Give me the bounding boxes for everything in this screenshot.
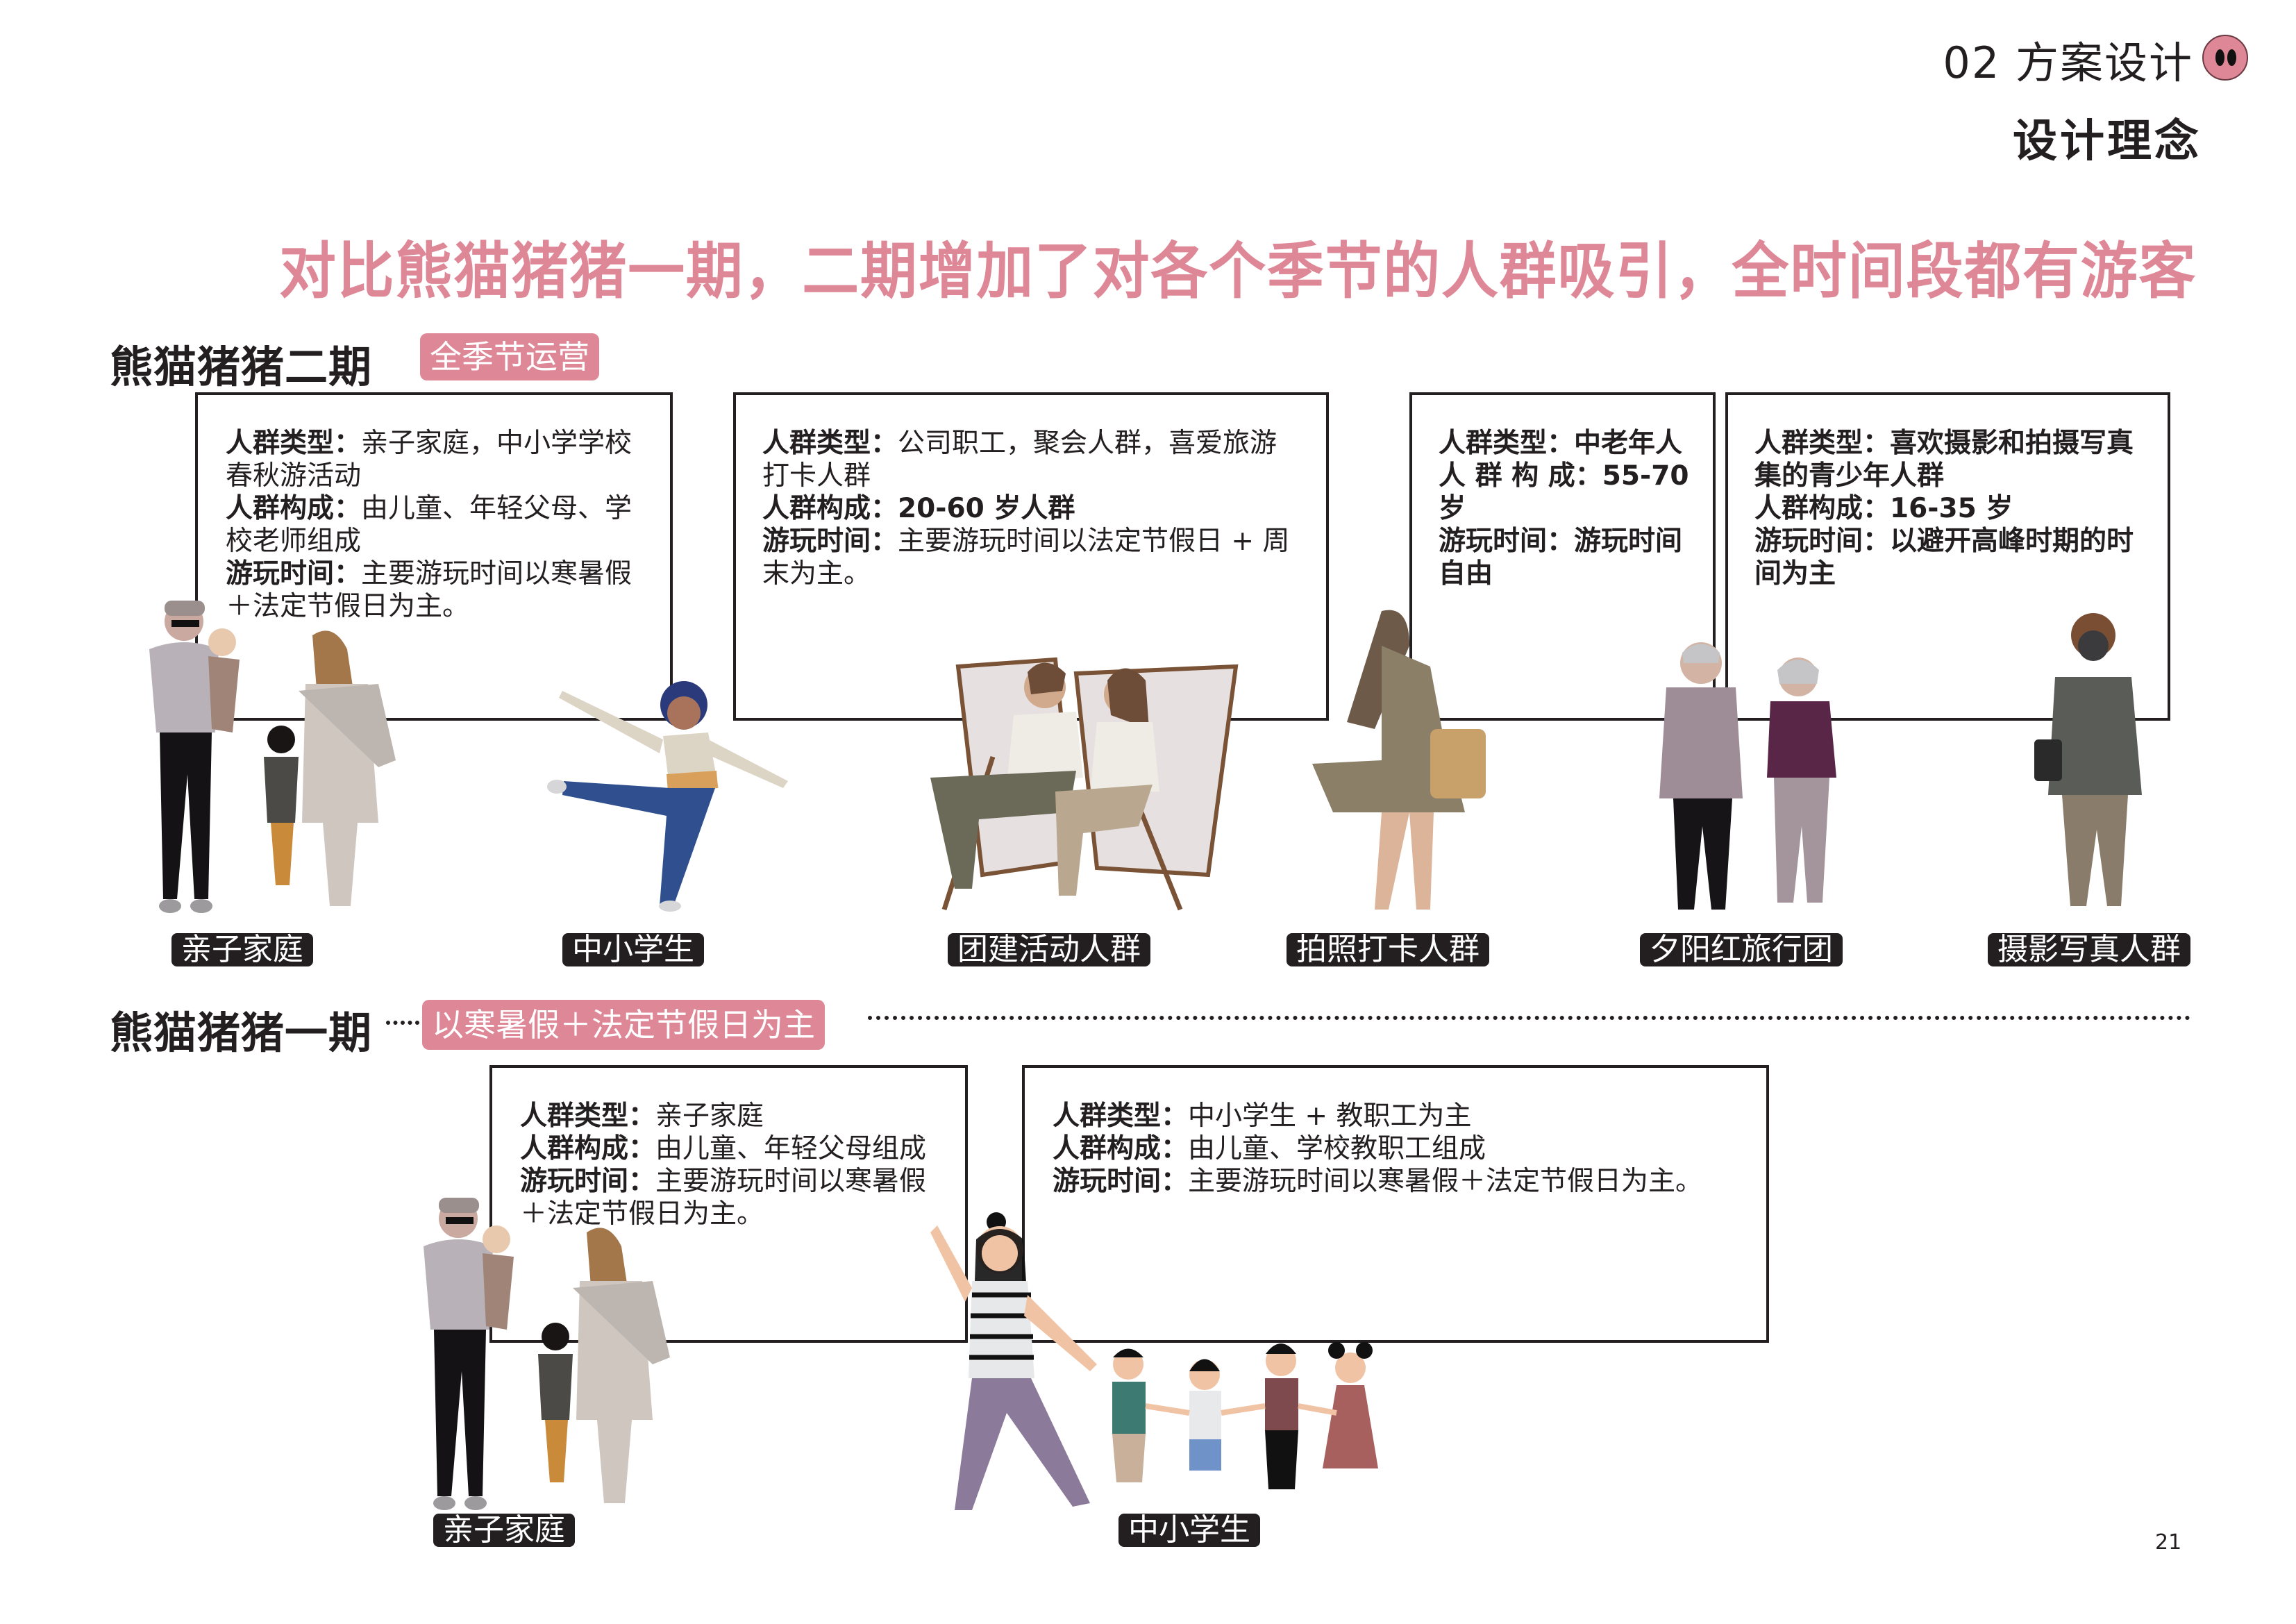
phase1-title: 熊猫猪猪一期 (110, 1007, 373, 1058)
phase2-info-box-4: 人群类型：喜欢摄影和拍摄写真 集的青少年人群 人群构成：16-35 岁 游玩时间… (1725, 392, 2170, 721)
pig-nose-icon (2202, 35, 2248, 81)
photo-checkin-figure (1312, 610, 1486, 910)
phase1-info-box-1: 人群类型：亲子家庭 人群构成：由儿童、年轻父母组成 游玩时间：主要游玩时间以寒暑… (489, 1065, 968, 1343)
phase2-title: 熊猫猪猪二期 (110, 342, 373, 392)
section-title-text: 02 方案设计 (1943, 37, 2193, 88)
team-building-figure (930, 657, 1239, 911)
headline: 对比熊猫猪猪一期，二期增加了对各个季节的人群吸引，全时间段都有游客 (279, 235, 2197, 307)
info-text: 人群类型：中小学生 + 教职工为主 人群构成：由儿童、学校教职工组成 游玩时间：… (1053, 1100, 1703, 1197)
divider-dots-right (868, 1016, 2190, 1020)
student-figure (547, 681, 788, 912)
group-label-family: 亲子家庭 (171, 933, 313, 966)
family-figure (424, 1198, 670, 1510)
page-subtitle: 设计理念 (2013, 116, 2202, 167)
group-label-team-building: 团建活动人群 (948, 933, 1150, 966)
info-text: 人群类型：亲子家庭 人群构成：由儿童、年轻父母组成 游玩时间：主要游玩时间以寒暑… (520, 1100, 927, 1230)
page-number: 21 (2155, 1530, 2182, 1555)
group-label-photo-checkin: 拍照打卡人群 (1287, 933, 1489, 966)
photographer-figure (2034, 613, 2142, 906)
phase2-tag: 全季节运营 (420, 333, 599, 380)
phase1-info-box-2: 人群类型：中小学生 + 教职工为主 人群构成：由儿童、学校教职工组成 游玩时间：… (1022, 1065, 1769, 1343)
info-text: 人群类型：中老年人 人 群 构 成：55-70 岁 游玩时间：游玩时间 自由 (1439, 428, 1689, 589)
group-label-students: 中小学生 (1118, 1514, 1260, 1547)
group-label-senior-tour: 夕阳红旅行团 (1640, 933, 1843, 966)
phase2-info-box-2: 人群类型：公司职工，聚会人群，喜爱旅游 打卡人群 人群构成：20-60 岁人群 … (733, 392, 1329, 721)
phase1-tag: 以寒暑假＋法定节假日为主 (422, 1000, 825, 1050)
info-text: 人群类型：亲子家庭，中小学学校 春秋游活动 人群构成：由儿童、年轻父母、学 校老… (226, 428, 632, 622)
info-text: 人群类型：喜欢摄影和拍摄写真 集的青少年人群 人群构成：16-35 岁 游玩时间… (1754, 428, 2134, 589)
phase2-info-box-3: 人群类型：中老年人 人 群 构 成：55-70 岁 游玩时间：游玩时间 自由 (1409, 392, 1716, 721)
group-label-students: 中小学生 (562, 933, 704, 966)
section-title: 02 方案设计 (1943, 28, 2193, 90)
info-text: 人群类型：公司职工，聚会人群，喜爱旅游 打卡人群 人群构成：20-60 岁人群 … (762, 428, 1290, 589)
family-figure (149, 601, 396, 913)
senior-tour-figure (1659, 642, 1836, 910)
group-label-family: 亲子家庭 (433, 1514, 575, 1547)
phase2-info-box-1: 人群类型：亲子家庭，中小学学校 春秋游活动 人群构成：由儿童、年轻父母、学 校老… (195, 392, 673, 721)
divider-dots-left (386, 1021, 419, 1025)
group-label-photographers: 摄影写真人群 (1988, 933, 2190, 966)
teacher-students-figure (930, 1212, 1378, 1510)
